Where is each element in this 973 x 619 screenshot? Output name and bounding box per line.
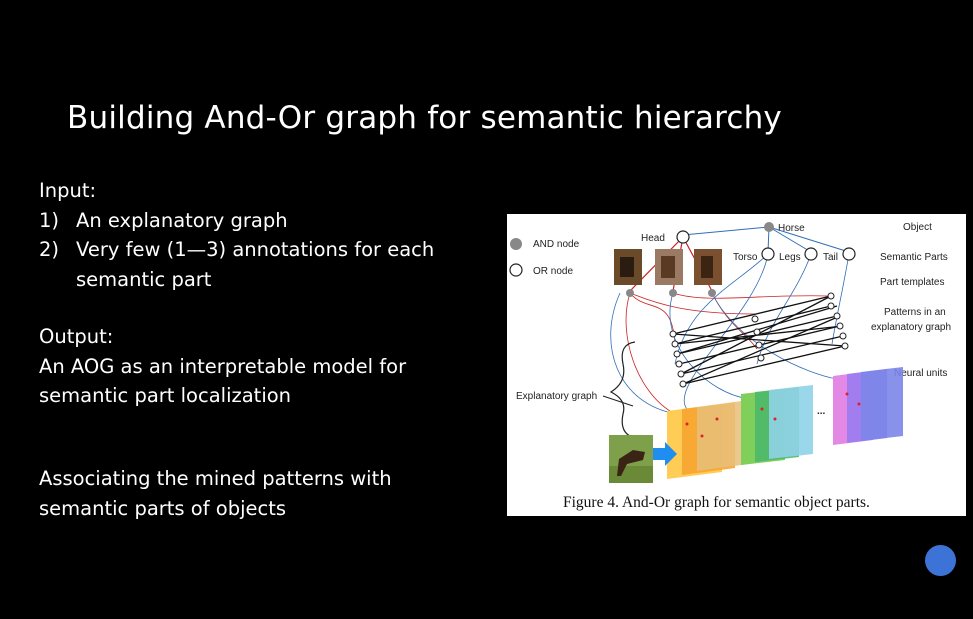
neural-units-block-3 [833,367,903,445]
or-node-legend-icon [509,263,523,277]
legs-node-icon [804,247,818,261]
torso-node-icon [761,247,775,261]
input-image [609,435,653,483]
tail-node-icon [842,247,856,261]
semantic-parts-label: Semantic Parts [880,252,948,263]
neural-units-block-2 [741,385,813,465]
legend-and-label: AND node [533,239,580,250]
head-label: Head [641,233,665,244]
associating-line: Associating the mined patterns with [39,467,392,490]
slide-title: Building And-Or graph for semantic hiera… [67,100,782,136]
part-templates-label: Part templates [880,277,944,288]
list-text-continued: semantic part [76,267,212,291]
legend-or-label: OR node [533,266,573,277]
object-label: Object [903,222,932,233]
list-text: Very few (1—3) annotations for each [76,238,435,261]
arrow-icon [653,442,677,466]
list-number: 2) [39,238,60,261]
torso-label: Torso [733,252,758,263]
output-line: An AOG as an interpretable model for [39,354,407,378]
horse-node-icon [764,222,774,232]
neural-units-block-1 [667,400,749,479]
ellipsis: ... [817,406,826,417]
patterns-label-2: explanatory graph [871,322,951,333]
patterns-label-1: Patterns in an [884,307,946,318]
and-or-graph-figure: AND node OR node Object Semantic Parts P… [507,214,966,516]
record-button[interactable] [925,545,956,576]
figure-diagram: AND node OR node Object Semantic Parts P… [509,222,951,511]
list-item: 1) An explanatory graph [39,206,434,236]
head-node-icon [676,230,690,244]
associating-section: Associating the mined patterns with sema… [39,464,392,523]
and-node-legend-icon [510,238,522,250]
output-line: semantic part localization [39,384,292,407]
output-section: Output: An AOG as an interpretable model… [39,322,406,411]
head-thumbnails [614,249,722,285]
explanatory-graph-label: Explanatory graph [516,391,597,402]
input-section: Input: 1) An explanatory graph 2) Very f… [39,176,434,294]
horse-label: Horse [778,223,805,234]
tail-label: Tail [823,252,838,263]
figure-caption: Figure 4. And-Or graph for semantic obje… [563,494,870,511]
legs-label: Legs [779,252,801,263]
brace-icon [609,341,636,439]
neural-units-label: Neural units [894,368,947,379]
input-heading: Input: [39,179,97,202]
list-item: 2) Very few (1—3) annotations for each [39,235,434,265]
associating-line: semantic parts of objects [39,496,287,520]
output-heading: Output: [39,325,114,348]
list-number: 1) [39,208,60,232]
list-text: An explanatory graph [76,208,288,232]
